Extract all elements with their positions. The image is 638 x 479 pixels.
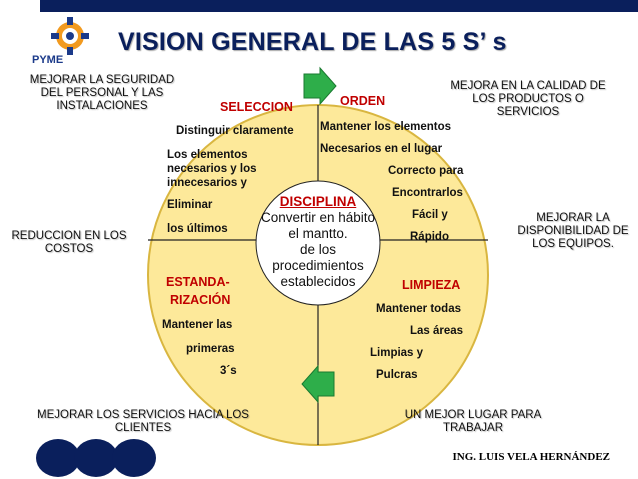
orden-line: Fácil y	[412, 209, 448, 221]
arrow-left-icon-bottom	[301, 364, 335, 404]
seleccion-line: Los elementos	[167, 149, 248, 161]
disciplina-block: DISCIPLINA Convertir en hábito el mantto…	[256, 194, 380, 290]
decor-oval-3	[112, 439, 156, 477]
orden-line: Encontrarlos	[392, 187, 463, 199]
seleccion-line: Distinguir claramente	[176, 125, 294, 137]
limpieza-line: Limpias y	[370, 347, 424, 359]
orden-title: ORDEN	[340, 94, 386, 108]
orden-line: Mantener los elementos	[320, 121, 452, 133]
seleccion-line: innecesarios y	[167, 177, 247, 189]
seleccion-title: SELECCION	[220, 100, 293, 114]
limpieza-title: LIMPIEZA	[402, 278, 461, 292]
limpieza-line: Pulcras	[376, 369, 418, 381]
disciplina-title: DISCIPLINA	[279, 194, 357, 209]
seleccion-line: los últimos	[167, 223, 228, 235]
logo	[30, 14, 102, 76]
logo-text: PYME	[32, 54, 64, 66]
estandarizacion-line: 3´s	[220, 365, 237, 377]
decor-oval-1	[36, 439, 80, 477]
limpieza-line: Las áreas	[410, 325, 464, 337]
inner-circle	[255, 180, 381, 306]
estandarizacion-line: primeras	[186, 343, 235, 355]
page-title: VISION GENERAL DE LAS 5 S’ s	[118, 28, 507, 56]
seleccion-line: Eliminar	[167, 199, 213, 211]
top-bar	[40, 0, 638, 12]
orden-line: Rápido	[410, 231, 449, 243]
arrow-right-icon-top	[303, 66, 337, 106]
limpieza-line: Mantener todas	[376, 303, 461, 315]
seleccion-line: necesarios y los	[167, 163, 257, 175]
orden-line: Necesarios en el lugar	[320, 143, 443, 155]
logo-star-icon	[51, 17, 89, 55]
decor-oval-2	[74, 439, 118, 477]
orden-line: Correcto para	[388, 165, 464, 177]
estandarizacion-line: Mantener las	[162, 319, 233, 331]
estandarizacion-title-1: ESTANDA-	[166, 275, 230, 289]
author-credit: ING. LUIS VELA HERNÁNDEZ	[452, 451, 610, 463]
estandarizacion-title-2: RIZACIÓN	[170, 293, 231, 307]
